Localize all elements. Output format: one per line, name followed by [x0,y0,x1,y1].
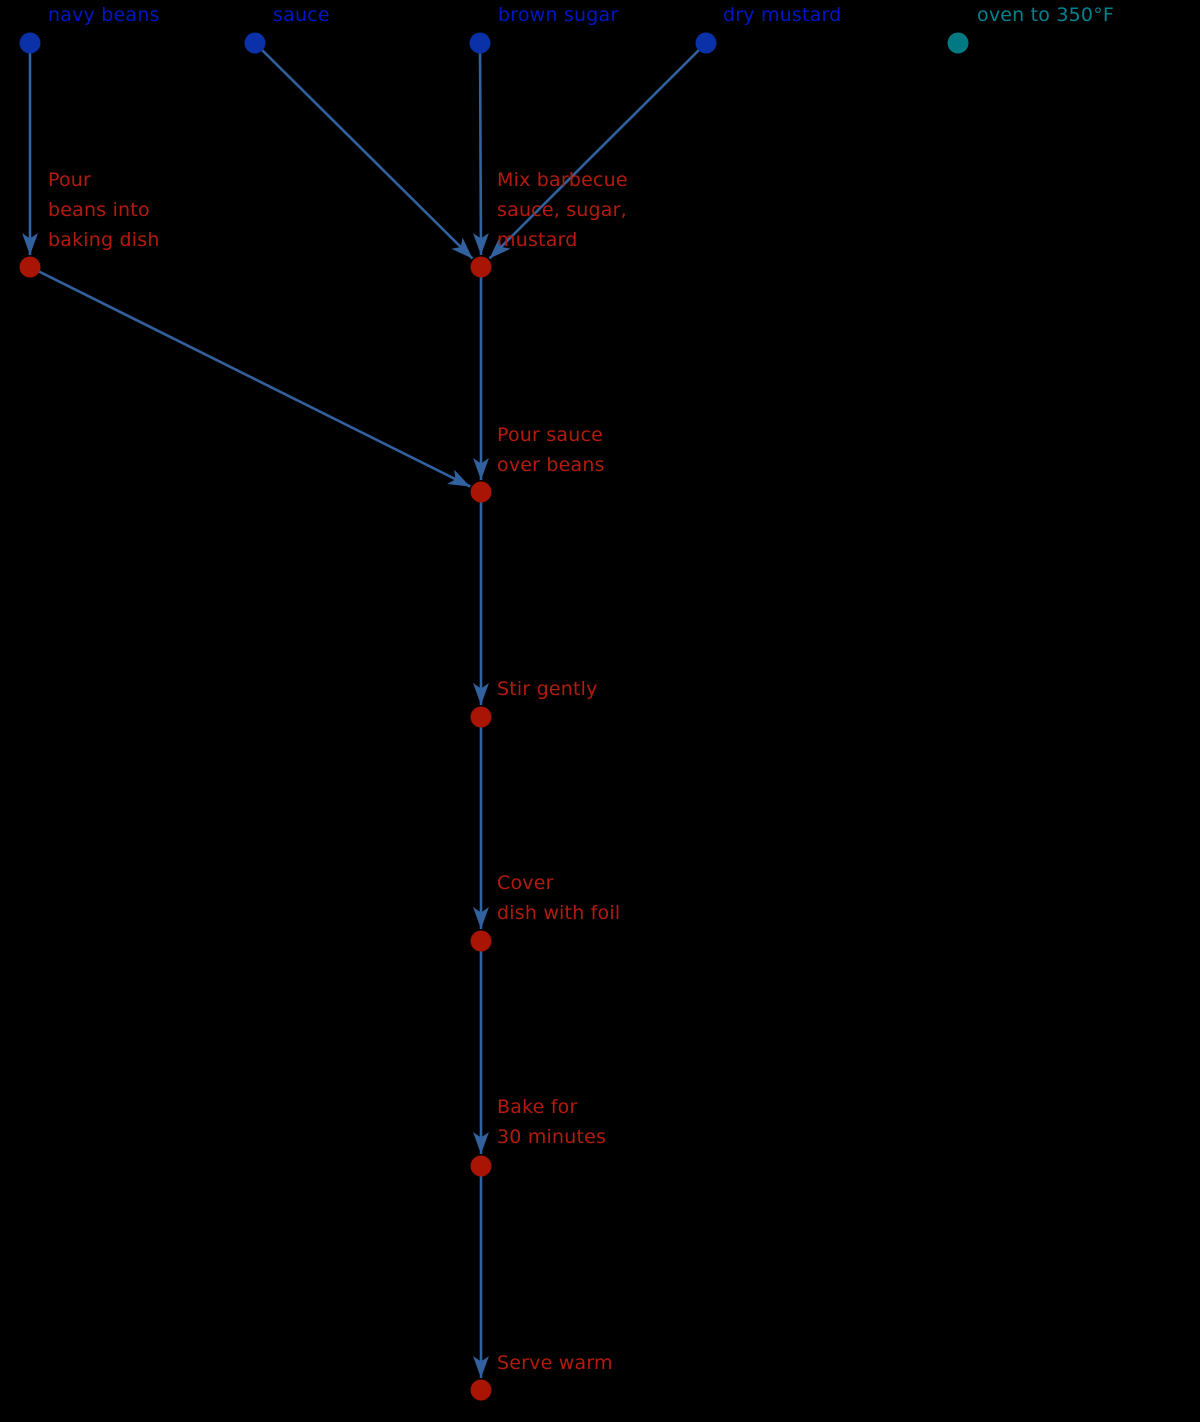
node-sauce [244,32,266,54]
label-sauce: sauce [273,4,330,26]
label-dry-mustard: dry mustard [723,4,842,26]
label-cover: Cover dish with foil [497,872,621,924]
label-stir: Stir gently [497,678,598,700]
edge-dry-mustard-to-mix-sauce [488,42,707,260]
label-brown-sugar: brown sugar [498,4,619,26]
node-oven [947,32,969,54]
node-pour-beans [19,256,41,278]
label-mix-sauce: Mix barbecue sauce, sugar, mustard [497,169,628,251]
label-oven: oven to 350°F [977,4,1115,26]
node-group [19,32,969,1401]
node-stir [470,706,492,728]
node-dry-mustard [695,32,717,54]
label-pour-beans: Pour beans into baking dish [48,169,160,251]
edge-sauce-to-mix-sauce [254,42,474,260]
edge-brown-sugar-to-mix-sauce [472,42,489,256]
node-navy-beans [19,32,41,54]
label-navy-beans: navy beans [48,4,160,26]
label-pour-sauce: Pour sauce over beans [497,424,605,476]
node-bake [470,1155,492,1177]
label-bake: Bake for 30 minutes [497,1096,607,1148]
node-cover [470,930,492,952]
node-mix-sauce [470,256,492,278]
node-serve [470,1379,492,1401]
node-brown-sugar [469,32,491,54]
edge-group [22,42,707,1378]
edge-pour-beans-to-pour-sauce [29,265,471,488]
label-serve: Serve warm [497,1352,613,1374]
node-pour-sauce [470,481,492,503]
